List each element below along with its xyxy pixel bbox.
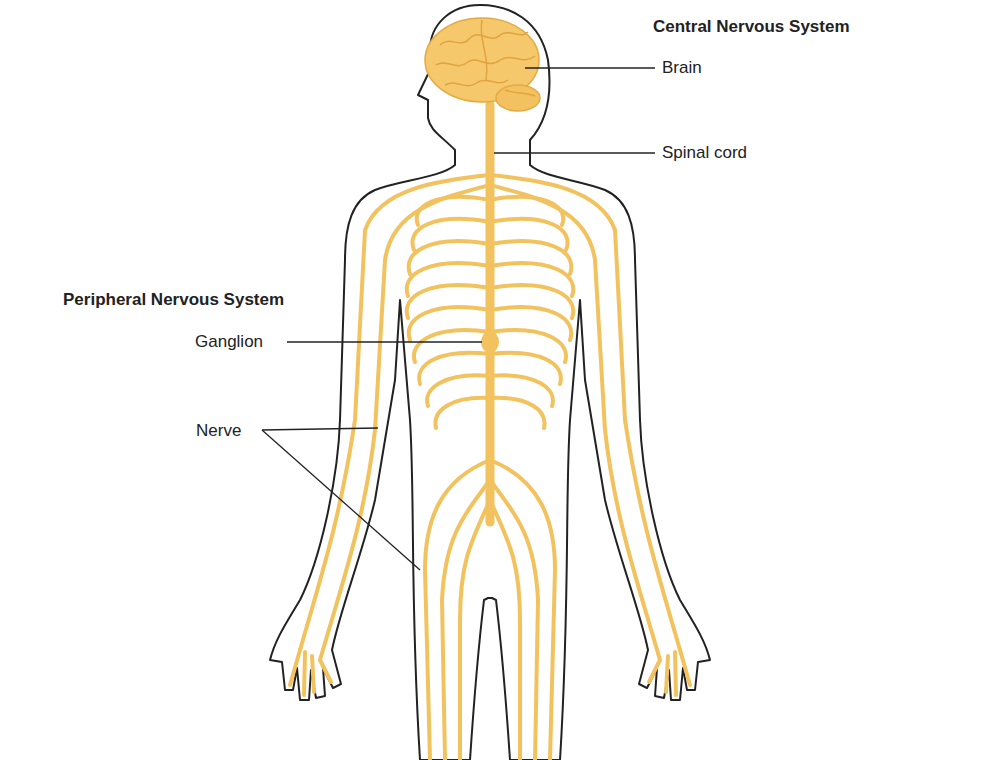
part-label: Brain [662,58,702,78]
part-label: Nerve [196,421,241,441]
spinal-cord [486,105,495,522]
part-label: Spinal cord [662,143,747,163]
ganglion-bulge [481,331,499,353]
cerebellum [496,85,540,111]
leader-lines [262,68,655,570]
part-label: Ganglion [195,332,263,352]
group-heading: Central Nervous System [653,17,850,37]
brain-folds [436,20,535,96]
group-heading: Peripheral Nervous System [63,290,284,310]
body-outline [270,5,710,760]
